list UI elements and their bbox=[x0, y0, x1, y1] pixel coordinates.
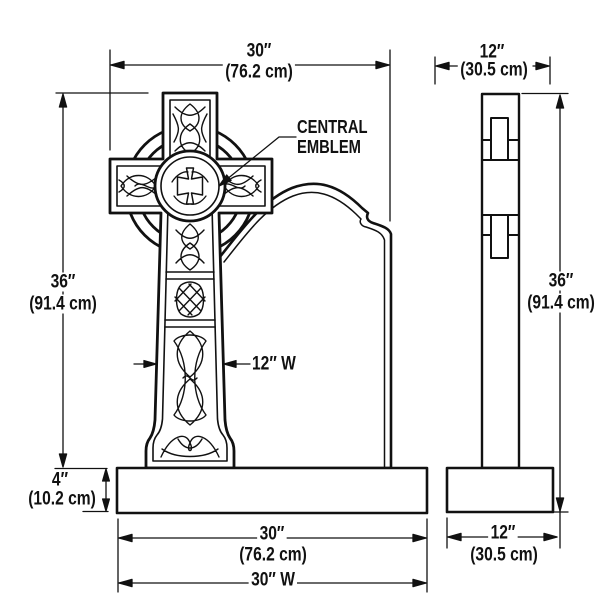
dim-side-height bbox=[521, 92, 569, 549]
front-base-width-inches: 30″ bbox=[257, 524, 287, 544]
side-top-width-cm: (30.5 cm) bbox=[457, 60, 531, 80]
base-height-inches: 4″ bbox=[51, 469, 69, 491]
dim-shaft-width bbox=[133, 359, 251, 369]
dim-base-height bbox=[82, 468, 111, 513]
headstone-tablet bbox=[217, 182, 393, 470]
front-base-width-cm: (76.2 cm) bbox=[239, 544, 307, 566]
dim-side-top-width bbox=[434, 56, 551, 85]
emblem-leader bbox=[218, 136, 297, 187]
front-overall-width: 30″ W bbox=[248, 570, 298, 590]
front-top-width-cm: (76.2 cm) bbox=[222, 62, 296, 82]
front-height-inches: 36″ bbox=[48, 272, 78, 292]
central-emblem bbox=[153, 149, 227, 223]
cross-panel-border bbox=[116, 99, 266, 462]
central-emblem-label: CENTRAL EMBLEM bbox=[297, 117, 368, 157]
central-emblem-label-line1: CENTRAL bbox=[297, 117, 368, 137]
side-height-inches: 36″ bbox=[546, 271, 576, 291]
front-view-drawing bbox=[108, 91, 429, 515]
front-top-width-inches: 30″ bbox=[246, 40, 272, 62]
side-view-drawing bbox=[445, 92, 555, 514]
shaft-panel-dividers bbox=[164, 271, 216, 328]
front-height-cm: (91.4 cm) bbox=[26, 294, 100, 314]
base-height-cm: (10.2 cm) bbox=[28, 488, 96, 510]
side-slab bbox=[480, 92, 521, 470]
front-base bbox=[115, 466, 429, 515]
side-base-width-inches: 12″ bbox=[488, 523, 518, 543]
central-emblem-label-line2: EMBLEM bbox=[297, 137, 361, 157]
side-top-width-inches: 12″ bbox=[479, 41, 505, 63]
side-base-width-cm: (30.5 cm) bbox=[470, 544, 538, 566]
side-base bbox=[445, 466, 555, 514]
side-cross-profile-lines bbox=[481, 117, 520, 259]
side-height-cm: (91.4 cm) bbox=[524, 293, 598, 313]
dimension-lines bbox=[54, 49, 569, 593]
shaft-width-label: 12″ W bbox=[252, 353, 296, 375]
